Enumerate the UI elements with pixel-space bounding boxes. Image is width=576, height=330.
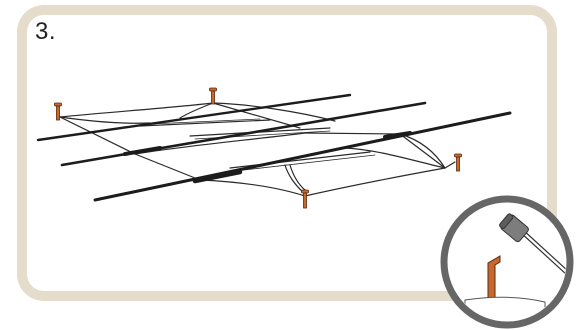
pole-middle xyxy=(60,101,427,167)
orange-stake-icon xyxy=(209,87,217,105)
tent-canopy xyxy=(59,102,456,197)
inset-detail xyxy=(440,195,574,329)
pole-front xyxy=(93,111,512,202)
mallet-icon xyxy=(499,213,566,286)
pole-back xyxy=(36,93,352,142)
orange-stake-icon xyxy=(54,102,62,121)
orange-stake-icon xyxy=(454,153,462,172)
tent-poles xyxy=(36,93,512,202)
step-number: 3. xyxy=(35,18,57,45)
step-frame xyxy=(17,5,557,301)
tent-stakes xyxy=(54,87,462,209)
orange-stake-icon xyxy=(301,189,309,209)
